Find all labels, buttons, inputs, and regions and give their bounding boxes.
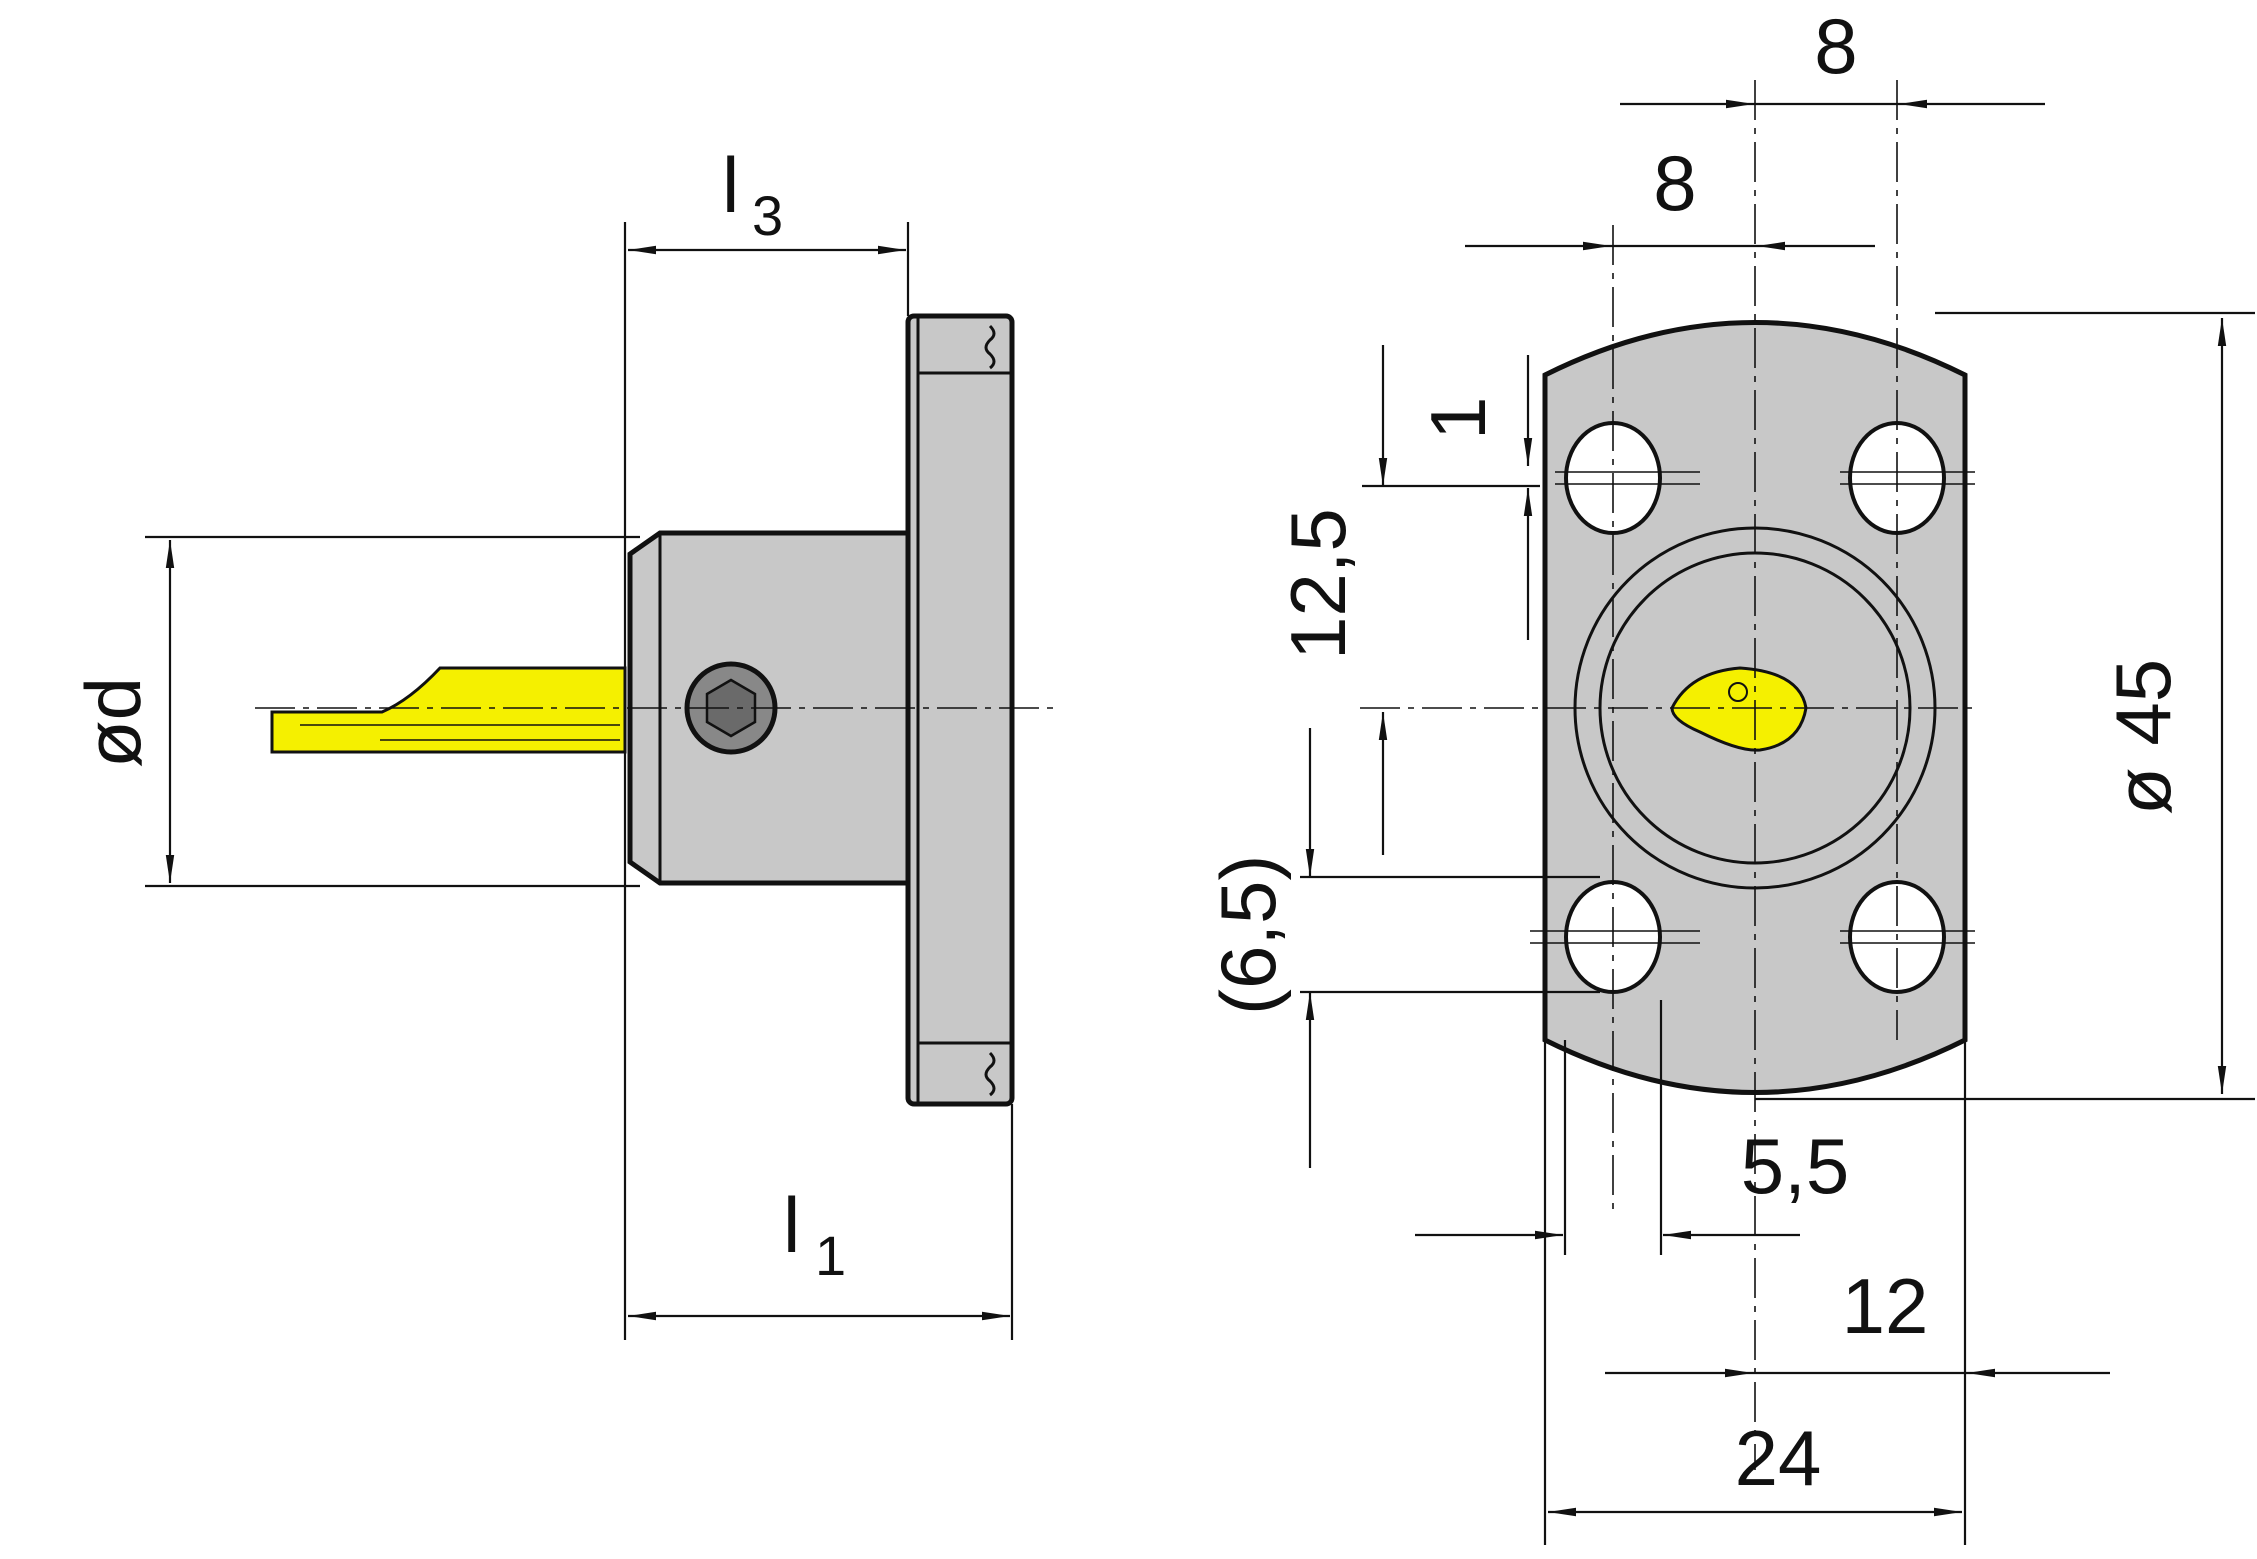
front-view: 8 8 1 12,5 (6,5) ø 45 5, (1204, 2, 2255, 1545)
label-inner-pitch: 8 (1653, 139, 1696, 227)
side-view: l 3 l 1 ød (69, 141, 1060, 1340)
label-diameter-d: ød (69, 677, 157, 768)
label-width: 24 (1735, 1414, 1822, 1502)
label-l1: l (783, 1181, 800, 1269)
label-l3: l (722, 141, 739, 229)
hex-screw-icon (684, 661, 778, 755)
key (270, 666, 627, 754)
label-l3-sub: 3 (752, 184, 783, 247)
label-l1-sub: 1 (815, 1224, 846, 1287)
label-hole-width: 5,5 (1741, 1122, 1849, 1210)
label-outer-diameter: ø 45 (2099, 659, 2187, 815)
flange-plate (905, 313, 1015, 1107)
label-top-pitch: 8 (1814, 2, 1857, 90)
label-vertical-pitch: 12,5 (1274, 508, 1362, 660)
label-half-width: 12 (1842, 1262, 1929, 1350)
label-hole-length: (6,5) (1204, 855, 1292, 1015)
keyhole-icon (1670, 666, 1808, 752)
label-hole-offset: 1 (1414, 397, 1502, 440)
